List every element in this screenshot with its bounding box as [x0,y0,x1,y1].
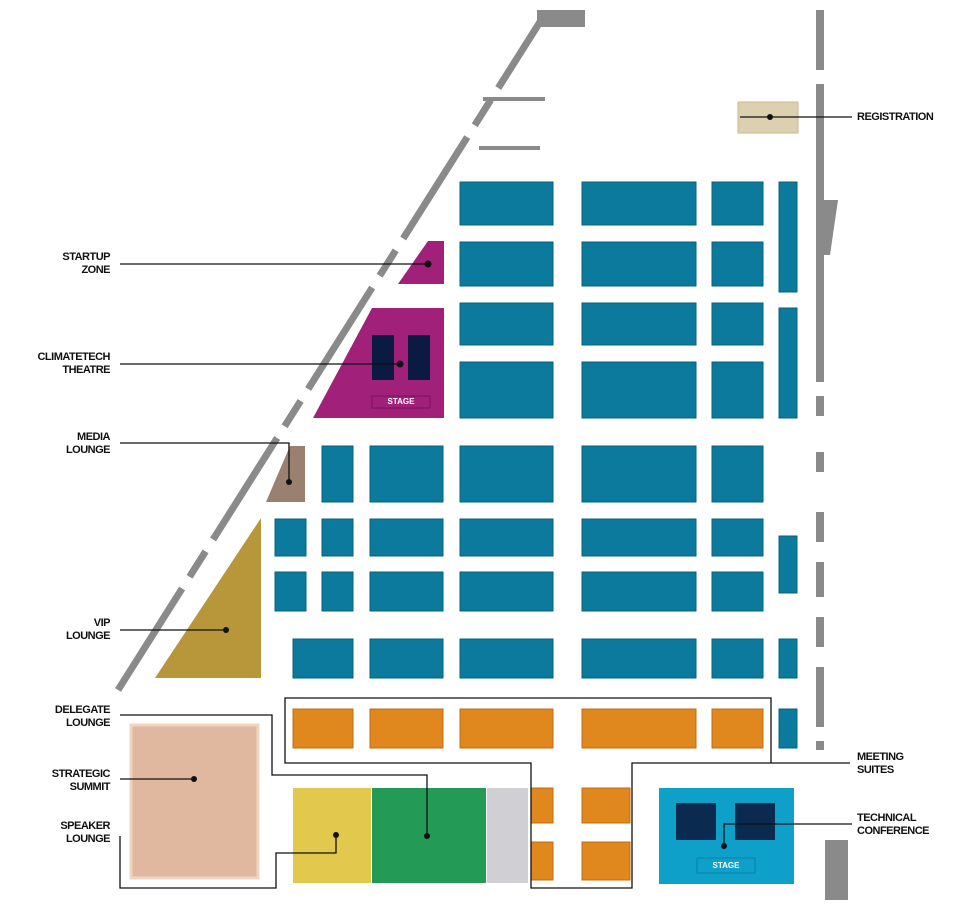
conference-stage [696,857,756,874]
label-startup-zone: STARTUP ZONE [62,251,110,276]
label-delegate-lounge: DELEGATE LOUNGE [54,704,111,729]
media-lounge[interactable] [266,446,305,502]
label-vip-lounge: VIP LOUNGE [65,617,111,642]
label-media-lounge: MEDIA LOUNGE [65,431,111,456]
walls [115,10,848,900]
service-area [487,788,528,883]
theatre-seating [372,335,430,380]
label-climatetech-theatre: CLIMATETECH THEATRE [37,351,110,376]
speaker-lounge[interactable] [293,788,371,883]
theatre-stage-label: STAGE [387,397,415,406]
leader-dots [191,114,773,849]
label-technical-conference: TECHNICAL CONFERENCE [857,812,930,837]
conference-stage-label: STAGE [712,861,740,870]
label-speaker-lounge: SPEAKER LOUNGE [60,820,110,845]
label-strategic-summit: STRATEGIC SUMMIT [51,768,111,793]
label-meeting-suites: MEETING SUITES [857,751,904,776]
label-registration: REGISTRATION [857,111,934,123]
theatre-stage [371,395,431,409]
startup-zone[interactable] [398,241,444,284]
exhibition-stands[interactable] [274,181,798,749]
conference-seating [676,803,775,840]
leader-lines [119,116,852,889]
vip-lounge[interactable] [155,518,261,678]
meeting-suites[interactable] [292,708,764,881]
strategic-summit[interactable] [129,723,260,880]
